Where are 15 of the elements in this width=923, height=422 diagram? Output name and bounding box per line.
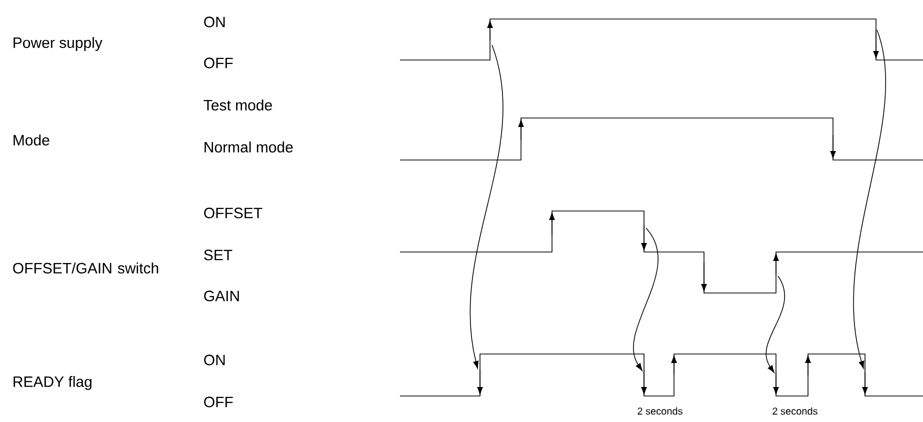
signal-name: Mode — [14, 134, 50, 146]
state-label: OFFSET — [204, 208, 262, 218]
state-label: OFF — [204, 58, 233, 68]
state-label: Normal mode — [204, 141, 293, 152]
duration-label: 2 seconds — [772, 407, 818, 415]
state-label: SET — [204, 250, 232, 260]
duration-label: 2 seconds — [638, 407, 682, 415]
state-label: ON — [204, 16, 225, 28]
state-label: ON — [204, 354, 225, 366]
state-label: Test mode — [204, 100, 272, 110]
signal-name: Power supply — [14, 37, 102, 51]
state-label: OFF — [204, 396, 233, 408]
signal-name: READY flag — [14, 376, 92, 390]
state-label: GAIN — [204, 290, 239, 302]
signal-name: OFFSET/GAIN switch — [13, 262, 158, 274]
